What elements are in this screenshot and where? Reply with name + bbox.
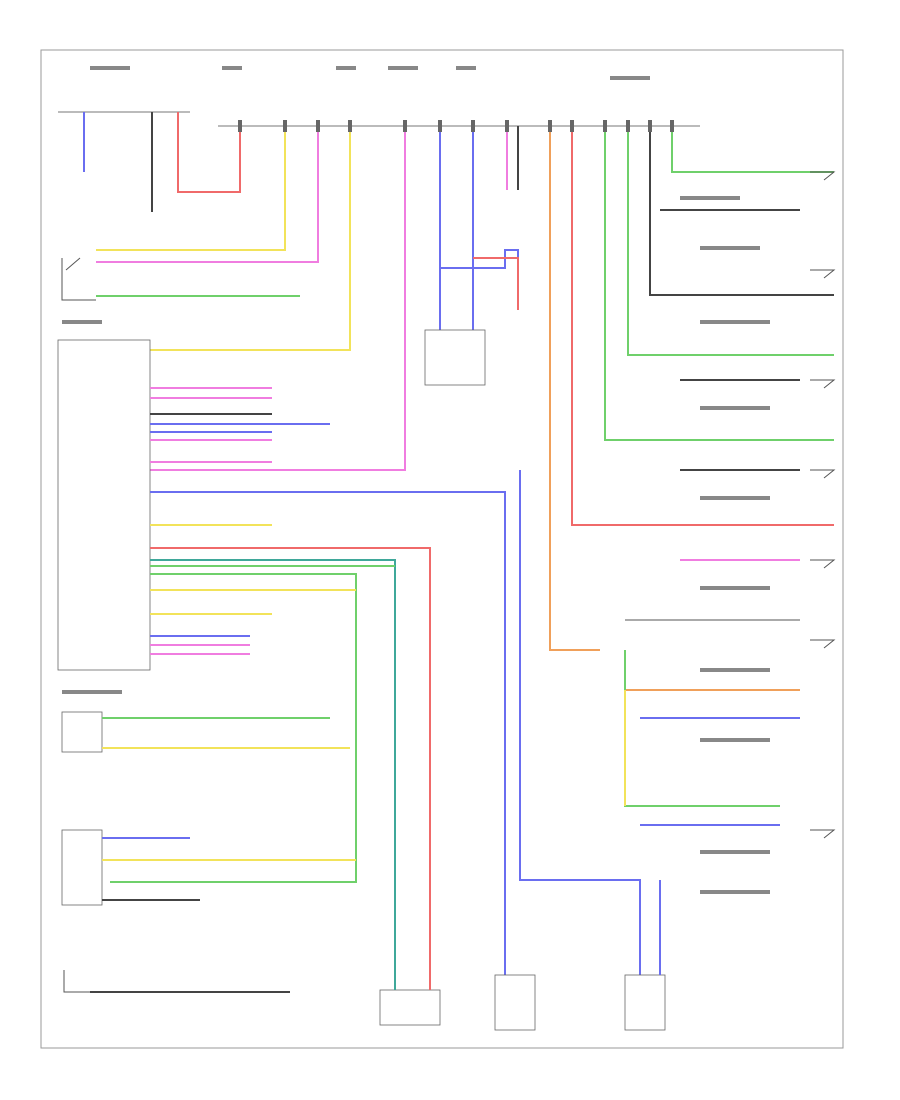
diagram-frame bbox=[40, 49, 844, 1049]
right-switch-icons bbox=[810, 171, 836, 839]
oil-pressure-switch-icon bbox=[63, 970, 90, 993]
sensor-2-wires bbox=[102, 837, 356, 901]
sensor-box-1 bbox=[61, 711, 103, 753]
instrument-cluster-box bbox=[57, 339, 151, 671]
top-pin-markers bbox=[238, 120, 674, 132]
sensor-box-2 bbox=[61, 829, 103, 906]
fuel-pump-module-box bbox=[379, 989, 441, 1026]
sensor-1-wires bbox=[102, 717, 350, 749]
center-module-box bbox=[424, 329, 486, 386]
right-sensor-wires bbox=[624, 209, 800, 826]
bottom-module-right bbox=[624, 974, 666, 1031]
center-module-red bbox=[473, 257, 519, 310]
bottom-module-center bbox=[494, 974, 536, 1031]
top-feed-wires bbox=[83, 112, 834, 651]
small-code-labels bbox=[62, 66, 770, 894]
switch-lever-icon bbox=[65, 257, 81, 271]
switch-contact-icon bbox=[61, 258, 96, 301]
cluster-wires bbox=[110, 387, 641, 975]
bottom-module-feeds bbox=[394, 880, 661, 990]
